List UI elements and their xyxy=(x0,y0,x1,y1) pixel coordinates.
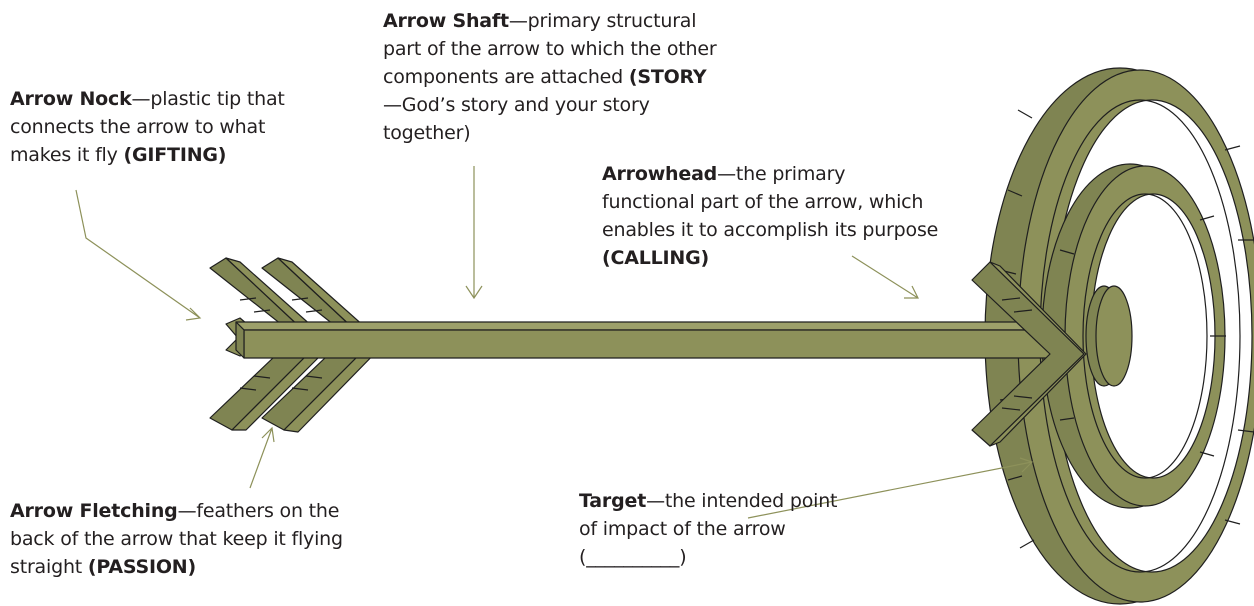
arrowhead-term: Arrowhead xyxy=(602,163,718,185)
nock-leader xyxy=(75,189,202,321)
fletching-desc: —feathers on the back of the arrow that … xyxy=(10,500,343,578)
arrowhead-leader xyxy=(851,255,919,299)
fletching-leader xyxy=(249,426,275,489)
nock-term: Arrow Nock xyxy=(10,88,132,110)
arrowhead xyxy=(971,261,1087,447)
arrowhead-tag: (CALLING) xyxy=(602,247,709,269)
arrow-shaft xyxy=(235,321,1059,359)
target xyxy=(984,67,1254,605)
arrow xyxy=(209,257,1087,447)
fletching-label: Arrow Fletching—feathers on the back of … xyxy=(10,497,360,581)
arrowhead-desc: —the primary functional part of the arro… xyxy=(602,163,939,241)
fletching-term: Arrow Fletching xyxy=(10,500,178,522)
fletching-tag: (PASSION) xyxy=(87,556,196,578)
shaft-term: Arrow Shaft xyxy=(383,10,509,32)
shaft-desc2: —God’s story and your story together) xyxy=(383,94,650,144)
nock-label: Arrow Nock—plastic tip that connects the… xyxy=(10,85,310,169)
target-bullseye xyxy=(1085,285,1133,387)
arrowhead-label: Arrowhead—the primary functional part of… xyxy=(602,160,942,272)
target-middle-ring xyxy=(1041,163,1226,509)
leader-lines xyxy=(75,166,1034,519)
target-label: Target—the intended point of impact of t… xyxy=(579,487,839,571)
shaft-tag: (STORY xyxy=(628,66,707,88)
shaft-label: Arrow Shaft—primary structural part of t… xyxy=(383,7,723,147)
nock-desc: —plastic tip that connects the arrow to … xyxy=(10,88,285,166)
target-desc: —the intended point of impact of the arr… xyxy=(579,490,838,568)
shaft-desc: —primary structural part of the arrow to… xyxy=(383,10,717,88)
nock-tag: (GIFTING) xyxy=(123,144,227,166)
shaft-leader xyxy=(465,166,483,300)
target-term: Target xyxy=(579,490,647,512)
target-leader xyxy=(747,457,1034,519)
